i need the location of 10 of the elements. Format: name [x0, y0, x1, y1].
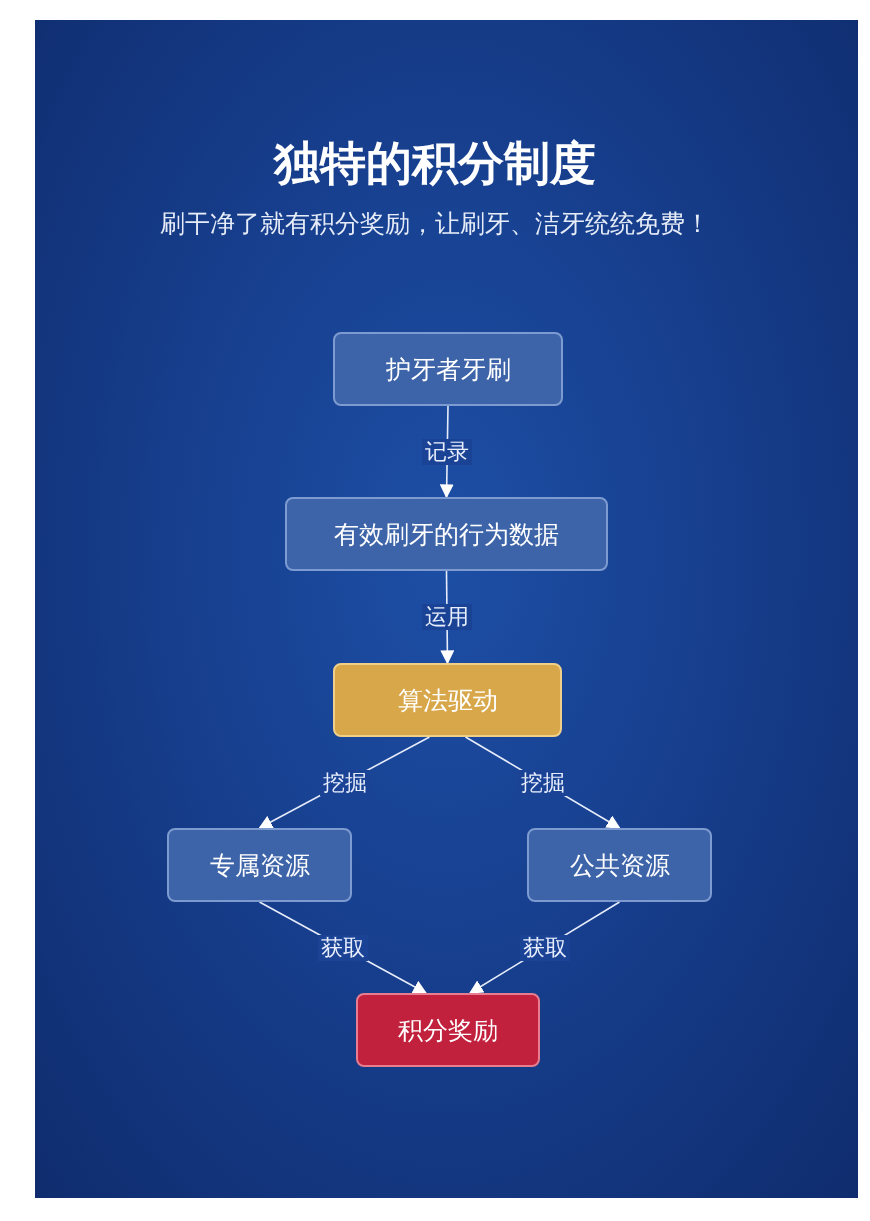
process-box: 护牙者牙刷 [333, 332, 563, 406]
process-box: 专属资源 [167, 828, 352, 902]
process-box: 算法驱动 [333, 663, 562, 737]
edge-label: 记录 [422, 438, 473, 465]
subtitle: 刷干净了就有积分奖励，让刷牙、洁牙统统免费！ [160, 208, 710, 240]
process-box: 积分奖励 [356, 993, 540, 1067]
process-box: 公共资源 [527, 828, 712, 902]
edge-label: 运用 [422, 604, 472, 630]
title: 独特的积分制度 [274, 135, 596, 192]
process-box: 有效刷牙的行为数据 [285, 497, 608, 571]
